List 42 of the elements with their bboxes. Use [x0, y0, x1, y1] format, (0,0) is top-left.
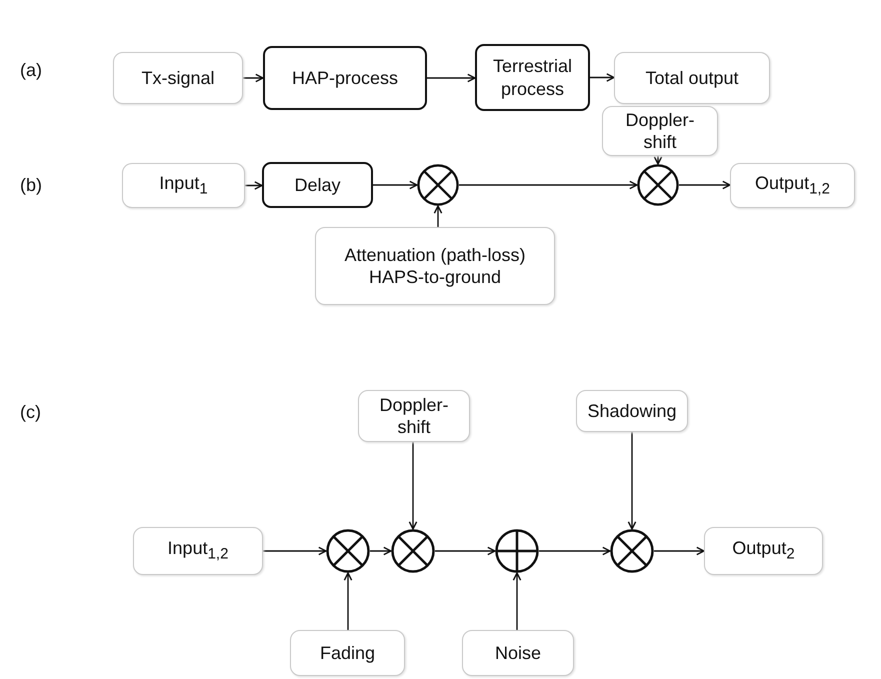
multiplier-circle: [326, 529, 370, 573]
multiplier-circle: [637, 164, 679, 206]
arrow: [679, 180, 731, 190]
signal-box: Input$_{1,2}$: [133, 527, 263, 575]
multiplier-circle: [417, 164, 459, 206]
process-block: Terrestrial process: [475, 44, 590, 111]
process-block: Delay: [262, 162, 373, 208]
signal-box: Noise: [462, 630, 574, 676]
adder-circle: [495, 529, 539, 573]
arrow: [373, 180, 418, 190]
arrow: [590, 73, 615, 82]
arrow: [434, 205, 442, 227]
arrow: [459, 180, 638, 190]
signal-box: Total output: [614, 52, 770, 104]
signal-box: Doppler-shift: [602, 106, 718, 156]
signal-box: Tx-signal: [113, 52, 243, 104]
arrow: [408, 442, 418, 530]
arrow: [654, 546, 705, 556]
arrow: [654, 156, 662, 165]
signal-box: Doppler-shift: [358, 390, 470, 442]
arrow: [512, 572, 522, 630]
signal-box: Output$_{1,2}$: [730, 163, 855, 208]
arrow: [263, 546, 327, 556]
panel-label: (a): [20, 60, 42, 81]
panel-label: (c): [20, 402, 41, 423]
multiplier-circle: [610, 529, 654, 573]
panel-label: (b): [20, 175, 42, 196]
signal-box: Attenuation (path-loss) HAPS-to-ground: [315, 227, 555, 305]
arrow: [243, 74, 264, 82]
signal-box: Fading: [290, 630, 405, 676]
arrow: [344, 572, 352, 630]
arrow: [427, 74, 476, 82]
signal-box: Shadowing: [576, 390, 688, 432]
signal-box: Output$_{2}$: [704, 527, 823, 575]
process-block: HAP-process: [263, 46, 427, 110]
arrow: [539, 546, 611, 556]
multiplier-circle: [391, 529, 435, 573]
signal-box: Input$_{1}$: [122, 163, 245, 208]
arrow: [628, 432, 636, 530]
arrow: [435, 546, 496, 556]
arrow: [245, 181, 263, 190]
arrow: [370, 546, 392, 556]
